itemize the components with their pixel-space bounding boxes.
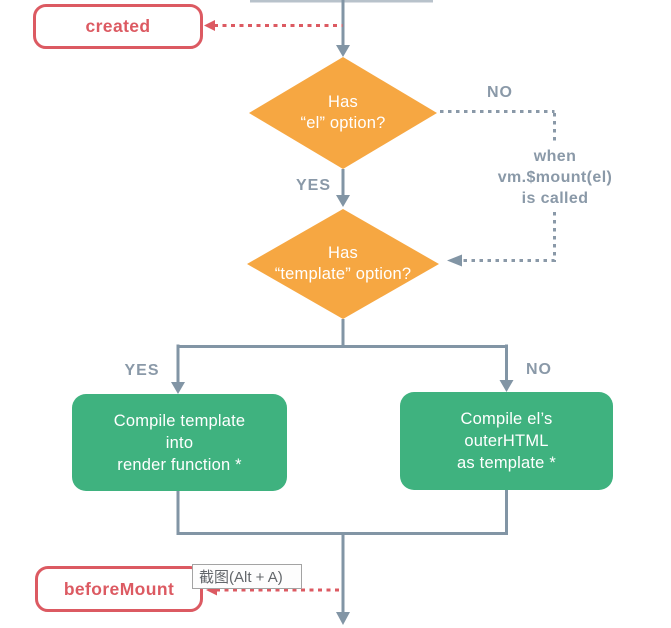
decision-has-template-line2: “template” option?	[274, 265, 412, 283]
arrowhead-between-diamonds	[336, 195, 350, 207]
process-compile-template-line1: Compile template	[113, 411, 246, 430]
process-compile-el-line2: outerHTML	[464, 432, 549, 450]
merge-connector	[176, 490, 508, 613]
arrowhead-exit-bottom	[336, 612, 350, 625]
process-compile-el-line3: as template *	[457, 454, 556, 472]
screenshot-tooltip: 截图(Alt + A)	[192, 564, 302, 589]
label-no-el: NO	[487, 84, 513, 101]
no-loop-lower-dotted	[463, 212, 556, 262]
arrowhead-into-has-template	[447, 254, 462, 267]
arrowhead-into-right-box	[499, 380, 514, 392]
process-compile-template: Compile template into render function *	[72, 394, 287, 491]
decision-has-el-line2: “el” option?	[300, 114, 386, 132]
no-loop-upper-dotted	[440, 110, 556, 144]
process-compile-template-line2: into	[165, 433, 194, 452]
decision-has-template-line1: Has	[328, 244, 358, 262]
beforemount-hook-badge: beforeMount	[35, 566, 203, 612]
beforemount-hook-label: beforeMount	[63, 578, 175, 599]
process-compile-el-line1: Compile el’s	[460, 410, 553, 428]
mount-note-line2: vm.$mount(el)	[497, 169, 613, 186]
arrowhead-into-left-box	[171, 382, 185, 394]
decision-has-el-line1: Has	[328, 93, 358, 111]
mount-note-line1: when	[533, 148, 577, 165]
split-connector	[176, 319, 508, 383]
process-compile-template-line3: render function *	[117, 455, 242, 474]
arrowhead-into-has-el	[336, 45, 350, 57]
mount-note-line3: is called	[521, 190, 589, 207]
label-no-template: NO	[526, 361, 552, 378]
label-yes-el: YES	[295, 177, 331, 194]
screenshot-tooltip-text: 截图(Alt + A)	[199, 569, 283, 586]
created-hook-label: created	[85, 16, 151, 36]
arrowhead-into-created	[204, 20, 215, 31]
mount-note: when vm.$mount(el) is called	[475, 146, 635, 209]
label-yes-template: YES	[124, 362, 160, 379]
created-hook-badge: created	[33, 4, 203, 49]
process-compile-el: Compile el’s outerHTML as template *	[400, 392, 613, 490]
